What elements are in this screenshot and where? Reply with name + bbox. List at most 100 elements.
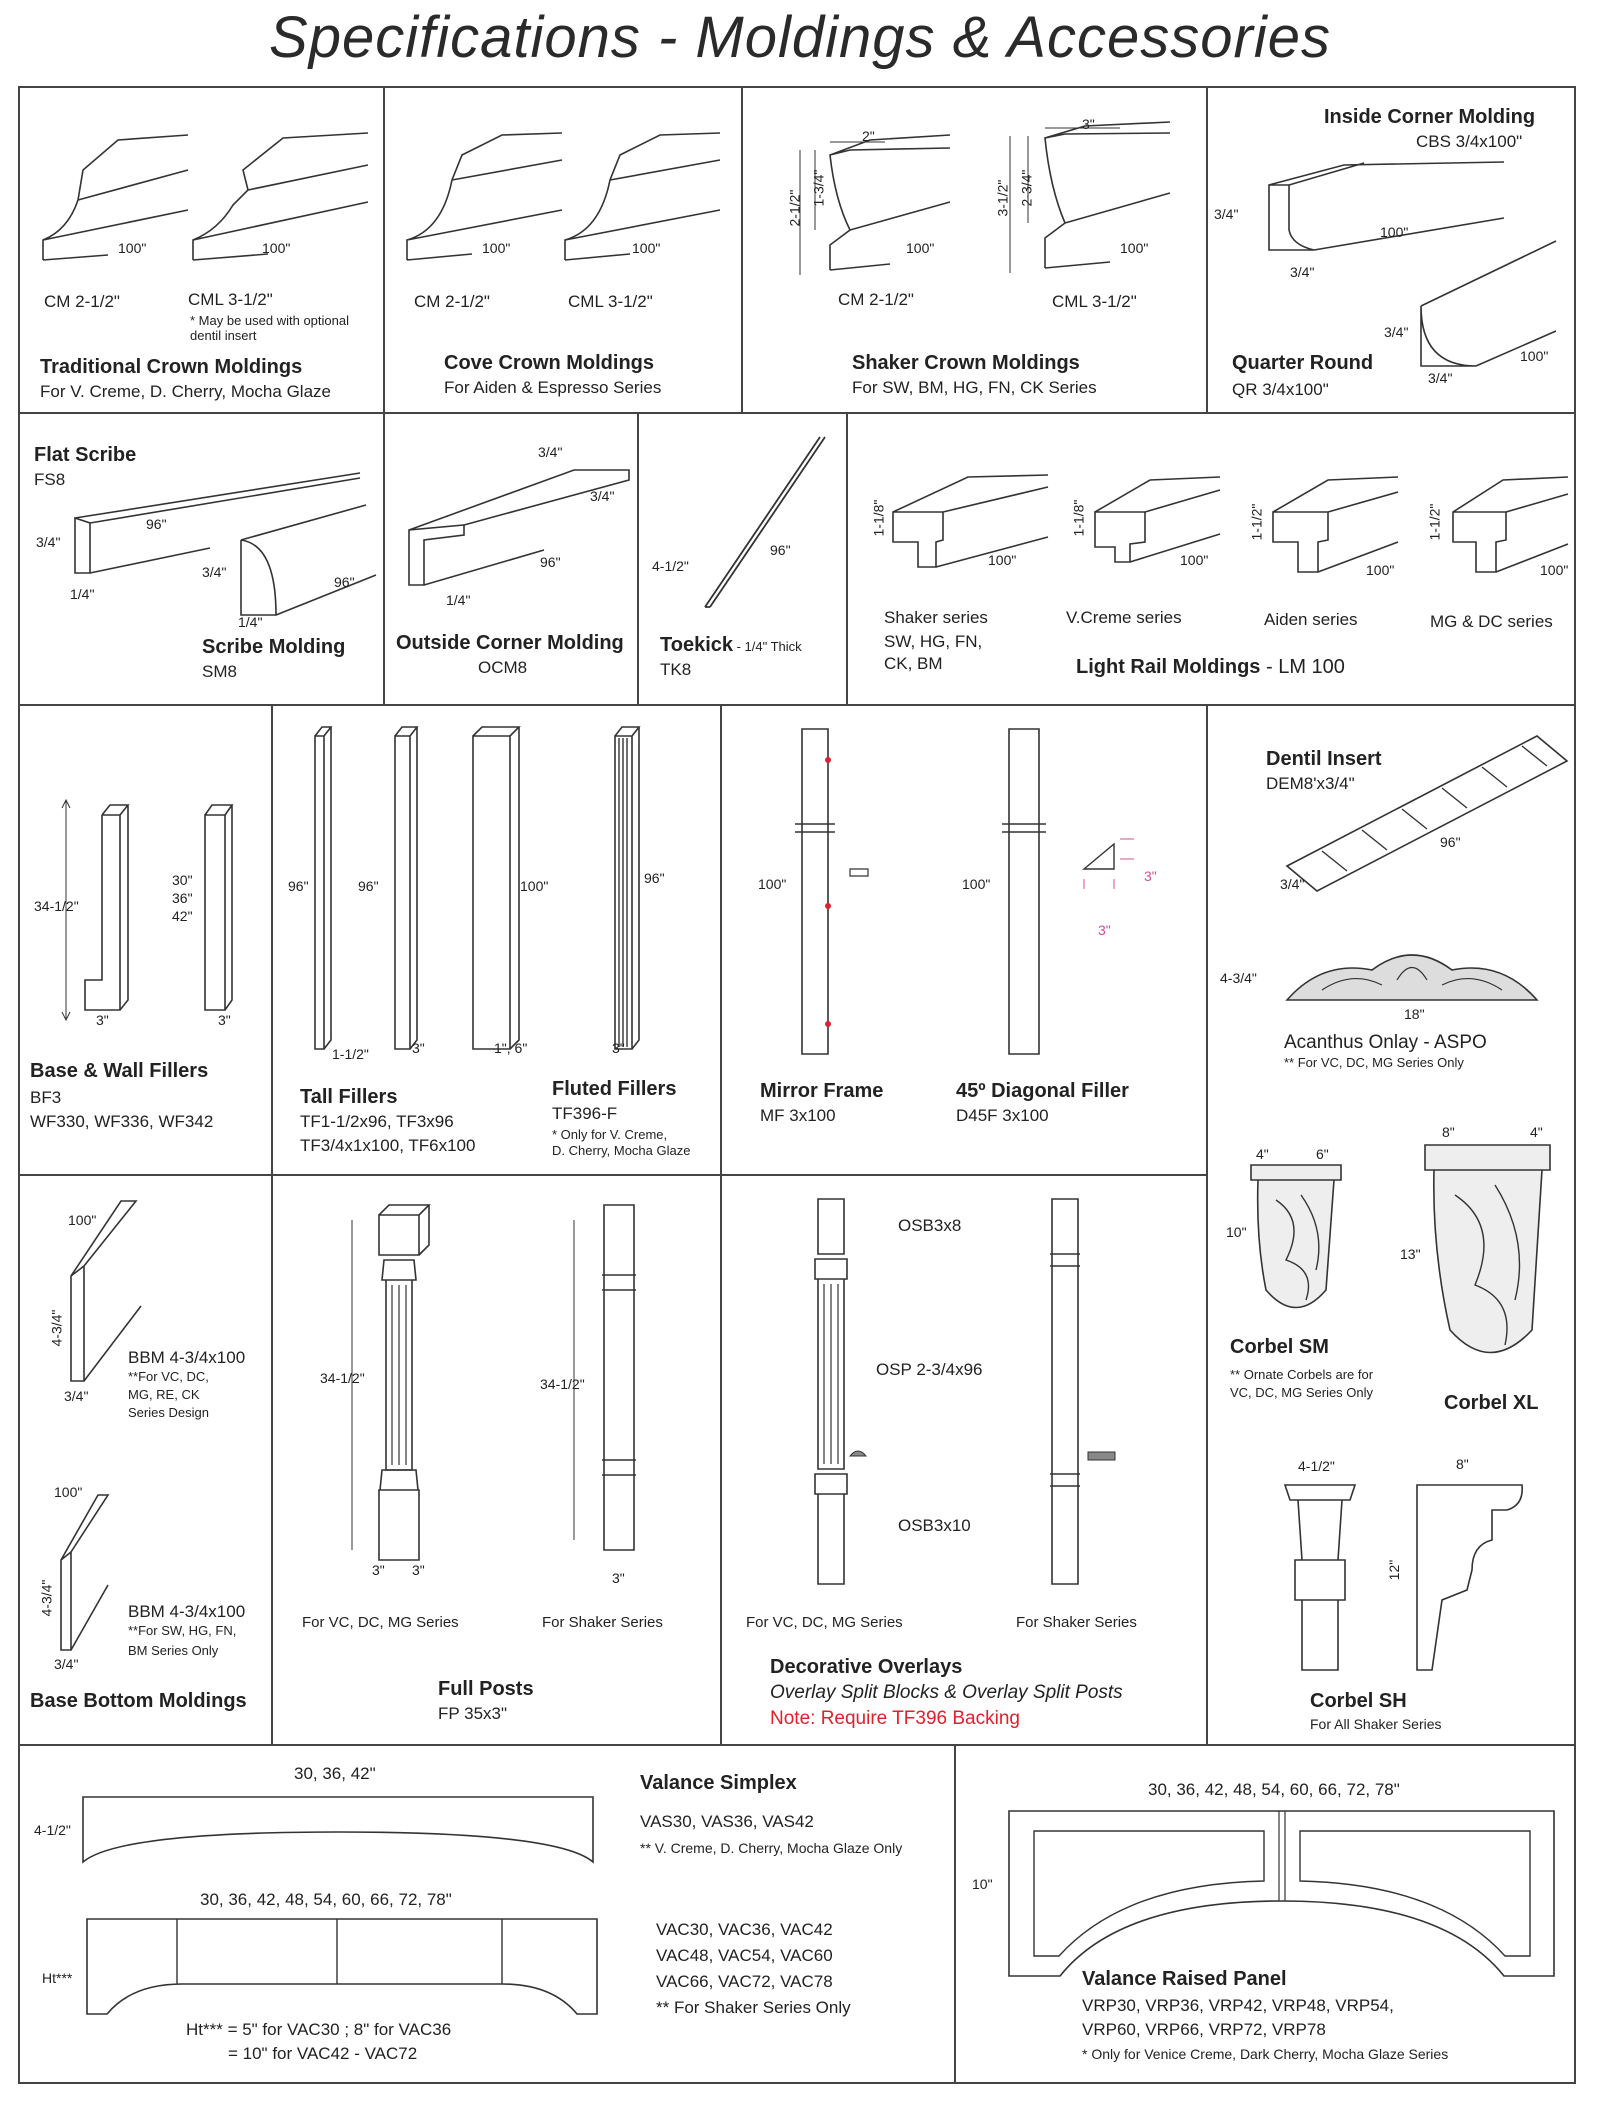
dimension-label: 34-1/2" [540,1376,585,1392]
dimension-label: 42" [172,908,193,924]
series-label: For VC, DC, MG Series [302,1614,459,1631]
page-title: Specifications - Moldings & Accessories [269,5,1331,70]
light-rail-mgdc-illustration [1448,472,1568,582]
section-heading: Mirror Frame [760,1080,884,1102]
height-formula: Ht*** = 5" for VAC30 ; 8" for VAC36 [186,2020,452,2039]
section-heading: Quarter Round [1232,352,1374,374]
valance-simplex-illustration [78,1792,598,1872]
note-text: D. Cherry, Mocha Glaze [552,1143,691,1158]
section-heading: Light Rail Moldings - LM 100 [1076,656,1345,678]
dimension-label: 3" [372,1562,385,1578]
diagonal-filler-illustration [994,724,1144,1064]
code-label: FS8 [34,470,66,489]
dentil-note: * May be used with optional dentil inser… [190,313,349,343]
code-label: CML 3-1/2" [568,292,653,311]
dimension-label: 4-1/2" [652,558,689,574]
code-label: TF396-F [552,1104,618,1123]
dentil-insert-illustration [1282,726,1572,896]
code-label: CBS 3/4x100" [1416,132,1523,151]
col-divider [383,86,385,412]
corbel-sh-side-illustration [1412,1480,1532,1680]
dimension-label: 1-1/2" [332,1046,369,1062]
section-subtitle: Overlay Split Blocks & Overlay Split Pos… [770,1682,1123,1703]
dimension-label: Ht*** [42,1970,73,1986]
dimension-label: 1-1/2" [1248,503,1265,541]
section-subtitle: For SW, BM, HG, FN, CK Series [852,378,1097,397]
dimension-label: 4-1/2" [34,1822,71,1838]
code-label: TF1-1/2x96, TF3x96 [300,1112,454,1131]
length-label: 100" [1120,240,1149,256]
section-heading: Scribe Molding [202,636,346,658]
series-label: V.Creme series [1066,608,1182,627]
dimension-label: 3/4" [202,564,227,580]
length-label: 100" [118,240,147,256]
overlay-shaker-illustration [1040,1194,1120,1594]
series-label: For Shaker Series [542,1614,663,1631]
dimension-label: 1-1/2" [1426,503,1443,541]
section-heading: Flat Scribe [34,444,137,466]
section-heading: Dentil Insert [1266,748,1382,770]
mirror-frame-illustration [790,724,890,1064]
section-heading: Corbel SM [1230,1336,1329,1358]
note-text: VC, DC, MG Series Only [1230,1385,1374,1400]
length-label: 100" [988,552,1017,568]
code-label: OSB3x8 [898,1216,962,1235]
spec-frame [18,86,1576,2084]
length-label: 96" [288,878,309,894]
code-label: TF3/4x1x100, TF6x100 [300,1136,476,1155]
section-heading: Fluted Fillers [552,1078,677,1100]
dimension-label: 1/4" [238,614,263,630]
dimension-label: 3/4" [1384,324,1409,340]
section-heading: Base & Wall Fillers [30,1060,209,1082]
dimension-label: 10" [972,1876,993,1892]
length-label: 100" [482,240,511,256]
col-divider [1206,86,1208,412]
dimension-label: 3/4" [538,444,563,460]
code-label: FP 35x3" [438,1704,508,1723]
code-label: CM 2-1/2" [838,290,914,309]
section-heading: Corbel SH [1310,1690,1407,1712]
dimension-label: 2" [862,128,875,144]
length-label: 100" [1180,552,1209,568]
corbel-sm-illustration [1246,1160,1346,1330]
dimension-label: 3" [412,1562,425,1578]
dimension-label: 3" [412,1040,425,1056]
length-label: 96" [644,870,665,886]
length-label: 96" [770,542,791,558]
code-label: VAC48, VAC54, VAC60 [656,1946,833,1965]
code-label: CM 2-1/2" [44,292,120,311]
light-rail-aiden-illustration [1268,472,1398,582]
dimension-label: 3" [96,1012,109,1028]
note-text: ** Ornate Corbels are for [1230,1367,1374,1382]
valance-vac-illustration [82,1914,602,2024]
dimension-label: 3" [218,1012,231,1028]
code-label: BBM 4-3/4x100 [128,1602,246,1621]
crown-molding-cm-illustration [38,130,188,270]
corbel-xl-illustration [1420,1140,1560,1380]
code-label: CML 3-1/2" [1052,292,1137,311]
dimension-label: 4-3/4" [38,1579,55,1617]
code-label: VRP30, VRP36, VRP42, VRP48, VRP54, [1082,1996,1394,2015]
dimension-label: 13" [1400,1246,1421,1262]
col-divider [637,412,639,704]
section-heading: Decorative Overlays [770,1656,963,1678]
section-heading: Toekick - 1/4" Thick [660,634,802,656]
row-divider [18,412,1576,414]
dimension-label: 34-1/2" [34,898,79,914]
note-text: * Only for V. Creme, [552,1127,668,1142]
series-label: Shaker series [884,608,988,627]
section-subtitle: For Aiden & Espresso Series [444,378,662,397]
dimension-label: 1-3/4" [810,169,827,207]
light-rail-shaker-illustration [888,472,1048,572]
dimension-label: 3-1/2" [994,179,1011,217]
length-label: 100" [962,876,991,892]
dimension-label: 3" [1082,116,1095,132]
dimension-label: 3/4" [1214,206,1239,222]
tall-filler-2-illustration [390,724,430,1054]
quarter-round-illustration [1416,236,1556,376]
code-label: CML 3-1/2" [188,290,273,309]
dimension-label: 1", 6" [494,1040,528,1056]
note-text: MG, RE, CK [128,1387,200,1402]
series-label: CK, BM [884,654,943,673]
length-label: 100" [262,240,291,256]
